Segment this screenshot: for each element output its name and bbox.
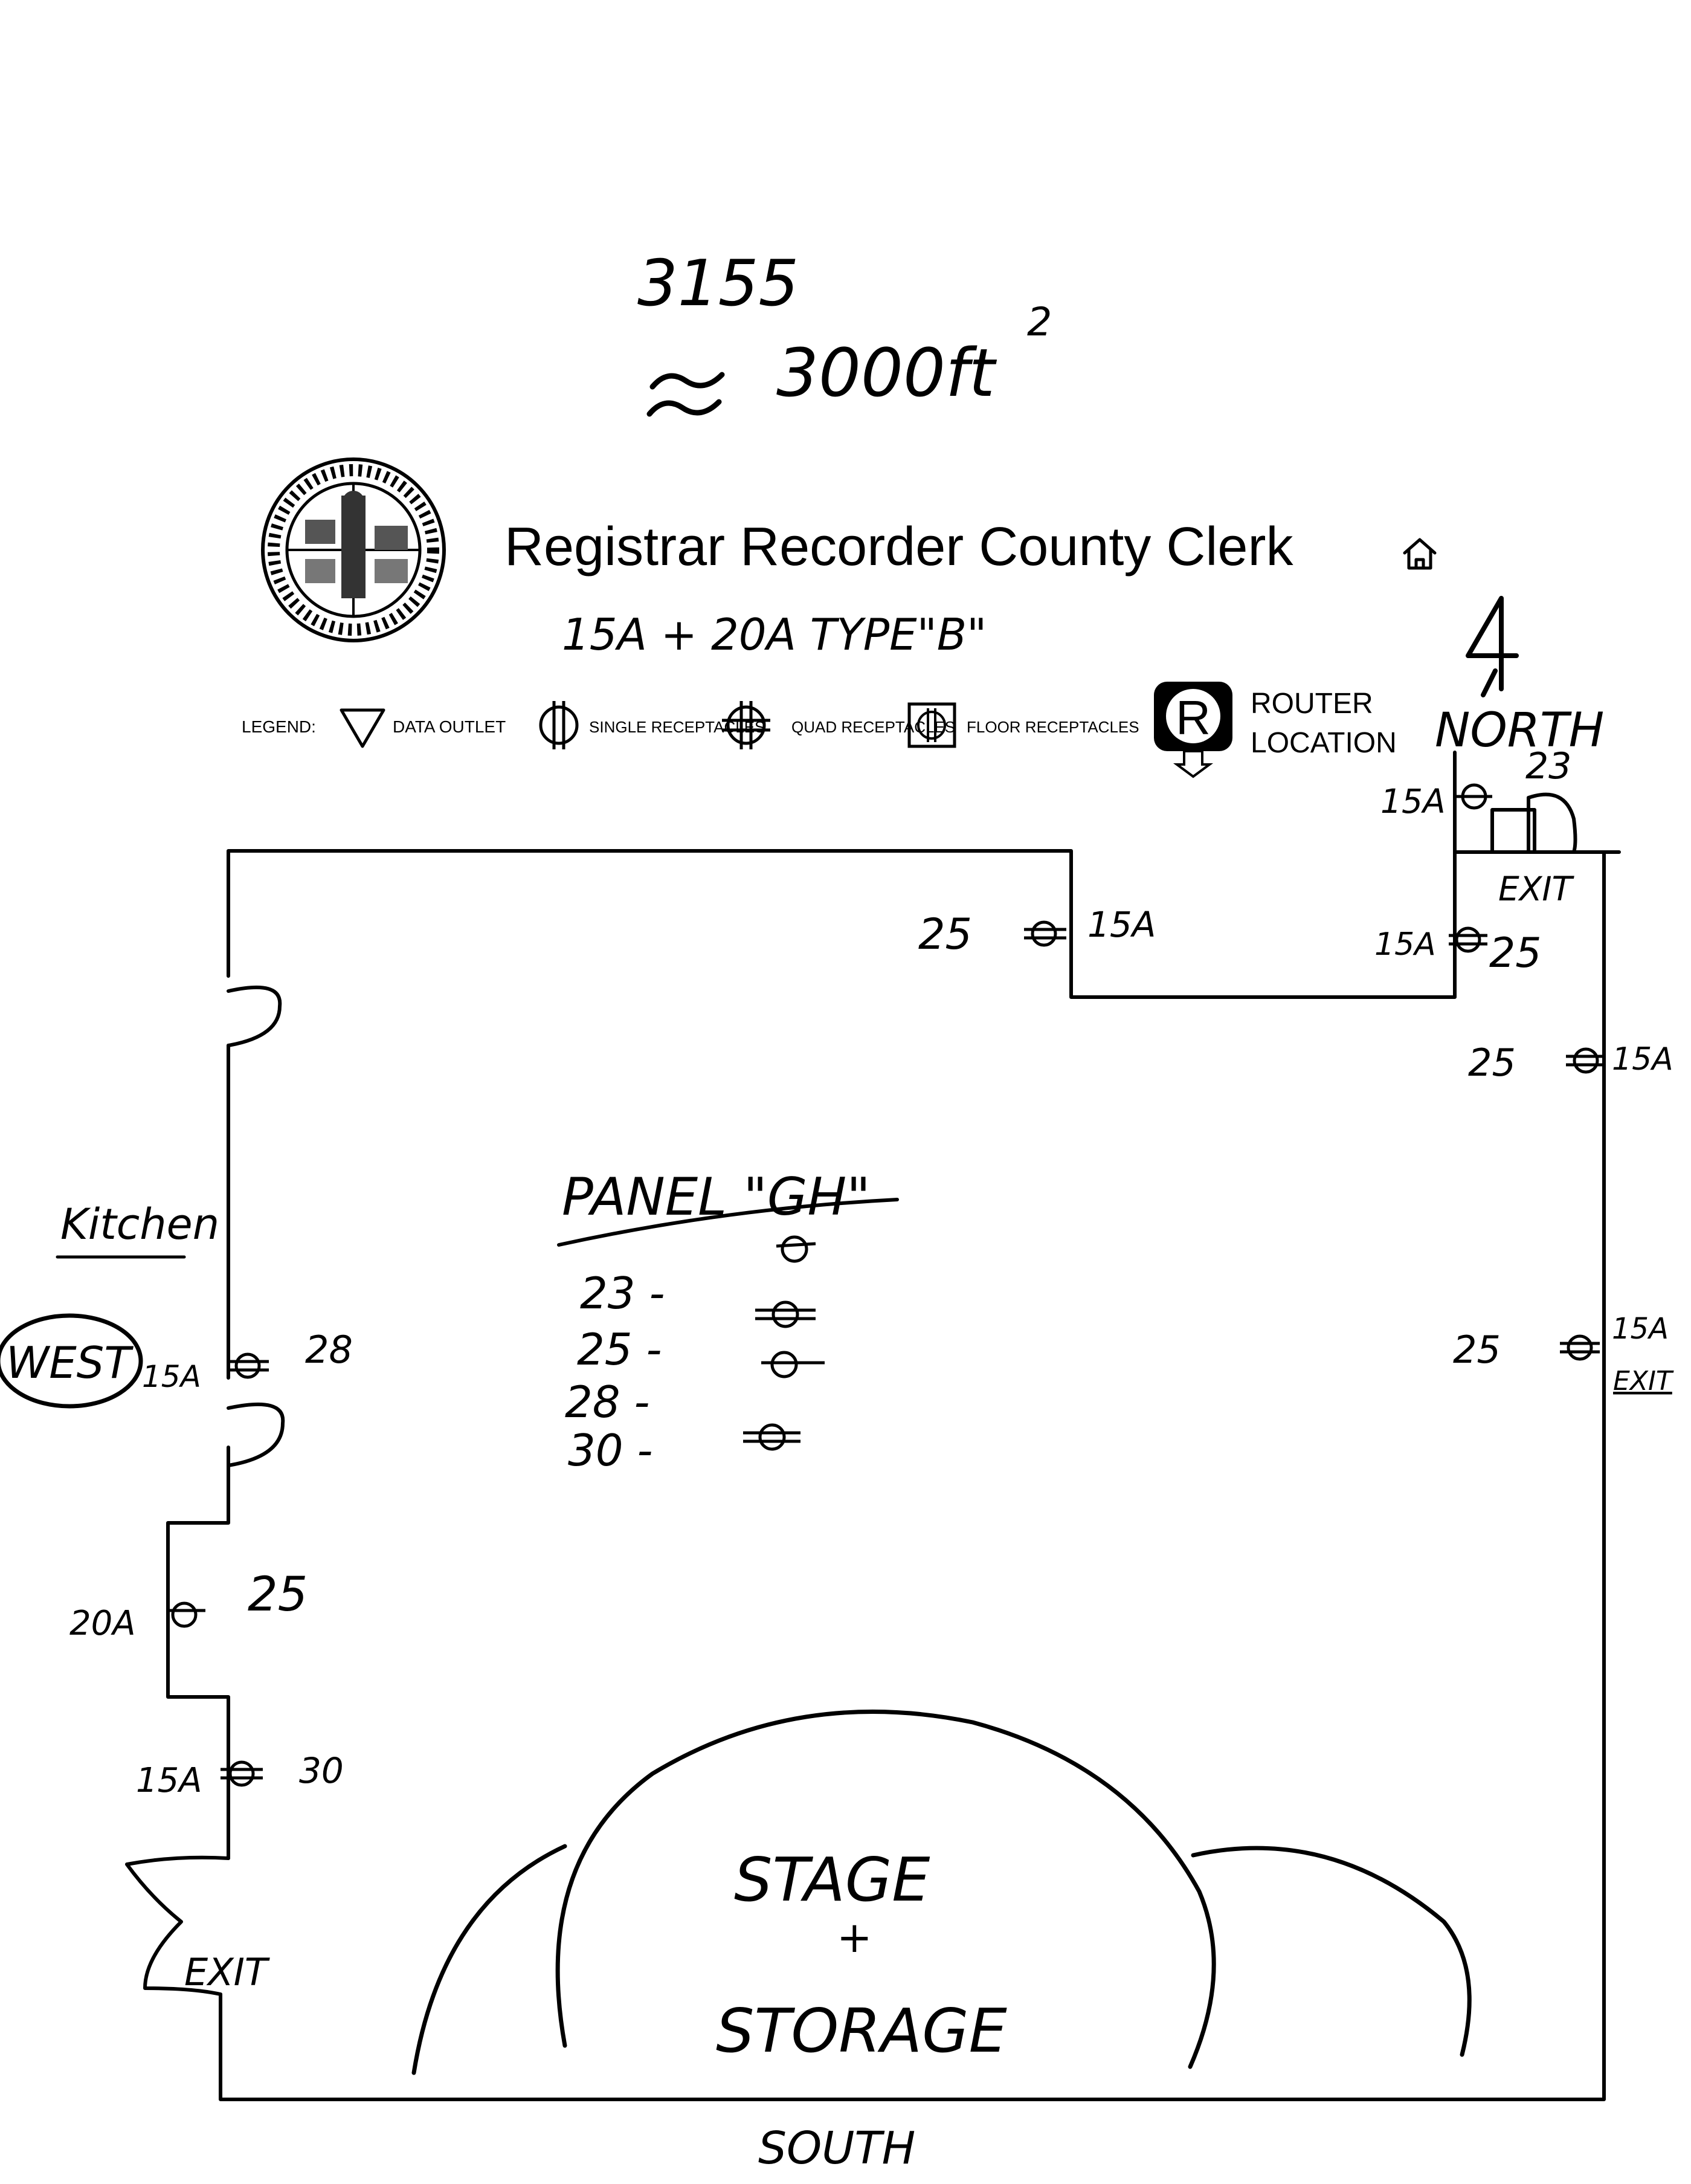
north-top-amp: 15A: [1380, 782, 1446, 821]
panel-underline: [557, 1198, 899, 1247]
stage-plus: +: [837, 1913, 872, 1962]
router-location-icon: R: [1154, 682, 1232, 778]
receptacle-west-upper: [227, 1352, 269, 1379]
address-note: 3155: [637, 247, 799, 320]
south-label: SOUTH: [758, 2122, 915, 2174]
panel-row: 25 -: [577, 1300, 816, 1375]
panel-row: 30 -: [568, 1423, 800, 1476]
panel-row-23: 23 -: [580, 1268, 665, 1319]
receptacle-east-upper: [1566, 1047, 1606, 1074]
panel-row-30: 30 -: [568, 1425, 652, 1476]
west-mid-circuit: 25: [248, 1568, 308, 1622]
area-exponent: 2: [1027, 300, 1052, 345]
west-mid-amp: 20A: [69, 1604, 136, 1643]
receptacle-notch-left: [1024, 920, 1066, 947]
router-label-line1: ROUTER: [1251, 688, 1373, 720]
legend: LEGEND: DATA OUTLET SINGLE RECEPTACLES Q…: [242, 682, 1397, 778]
west-label-circle: [0, 1313, 143, 1409]
legend-floor-receptacles: FLOOR RECEPTACLES: [967, 718, 1139, 736]
receptacle-west-lower: [221, 1760, 263, 1787]
east-upper-circuit: 25: [1468, 1041, 1516, 1085]
single-receptacle-icon: [539, 701, 579, 749]
router-label-line2: LOCATION: [1251, 727, 1397, 759]
quad-receptacle-icon: [722, 701, 770, 749]
receptacle-notch-right: [1449, 926, 1487, 953]
floor-receptacle-icon: [907, 702, 956, 748]
west-label: WEST: [6, 1337, 134, 1388]
west-lower-circuit: 30: [299, 1750, 344, 1791]
storage-area-outline: [411, 1844, 1472, 2075]
east-lower-circuit: 25: [1453, 1328, 1501, 1372]
panel-row-28: 28 -: [565, 1377, 649, 1427]
stage-label: STAGE: [734, 1844, 930, 1915]
home-icon[interactable]: [1403, 538, 1437, 570]
receptacle-north-top: [1456, 783, 1492, 810]
north-exit-label: EXIT: [1498, 870, 1575, 908]
east-exit-label: EXIT: [1613, 1366, 1674, 1397]
west-lower-amp: 15A: [136, 1761, 202, 1800]
west-door-lower: [227, 1402, 285, 1467]
southwest-exit-door: [125, 1855, 230, 1996]
north-exit-door: [1490, 792, 1621, 854]
panel-row: 23 -: [580, 1235, 816, 1319]
north-top-circuit: 23: [1525, 745, 1571, 787]
notch-right-amp: 15A: [1374, 926, 1436, 963]
circuit-type-note: 15A + 20A TYPE"B": [562, 609, 987, 660]
storage-label: STORAGE: [716, 1995, 1007, 2066]
notch-left-amp: 15A: [1087, 904, 1156, 945]
east-upper-amp: 15A: [1612, 1041, 1673, 1077]
receptacle-east-lower: [1560, 1334, 1600, 1361]
west-upper-amp: 15A: [142, 1359, 201, 1394]
north-arrow-icon: [1466, 596, 1519, 697]
legend-data-outlet: DATA OUTLET: [393, 717, 506, 736]
panel-row: 28 -: [565, 1351, 825, 1427]
north-label: NORTH: [1435, 703, 1604, 758]
stage-area-outline: [555, 1709, 1216, 2069]
west-upper-circuit: 28: [305, 1328, 353, 1372]
legend-label: LEGEND:: [242, 717, 316, 736]
legend-quad-receptacles: QUAD RECEPTACLES: [791, 718, 955, 736]
approx-symbol: [646, 372, 725, 417]
data-outlet-icon: [340, 708, 385, 748]
kitchen-label: Kitchen: [60, 1200, 219, 1249]
southwest-exit-label: EXIT: [184, 1950, 270, 1994]
east-lower-amp: 15A: [1612, 1312, 1669, 1346]
west-door-upper: [227, 985, 282, 1047]
county-seal-icon: [261, 457, 446, 642]
page-title: Registrar Recorder County Clerk: [504, 517, 1293, 577]
building-outline: [166, 751, 1606, 2101]
router-symbol: R: [1176, 691, 1211, 745]
notch-right-circuit: 25: [1489, 929, 1542, 977]
area-note: 3000ft: [776, 334, 997, 412]
notch-left-circuit: 25: [918, 909, 972, 959]
panel-row-25: 25 -: [577, 1324, 662, 1375]
receptacle-west-mid: [166, 1601, 205, 1628]
